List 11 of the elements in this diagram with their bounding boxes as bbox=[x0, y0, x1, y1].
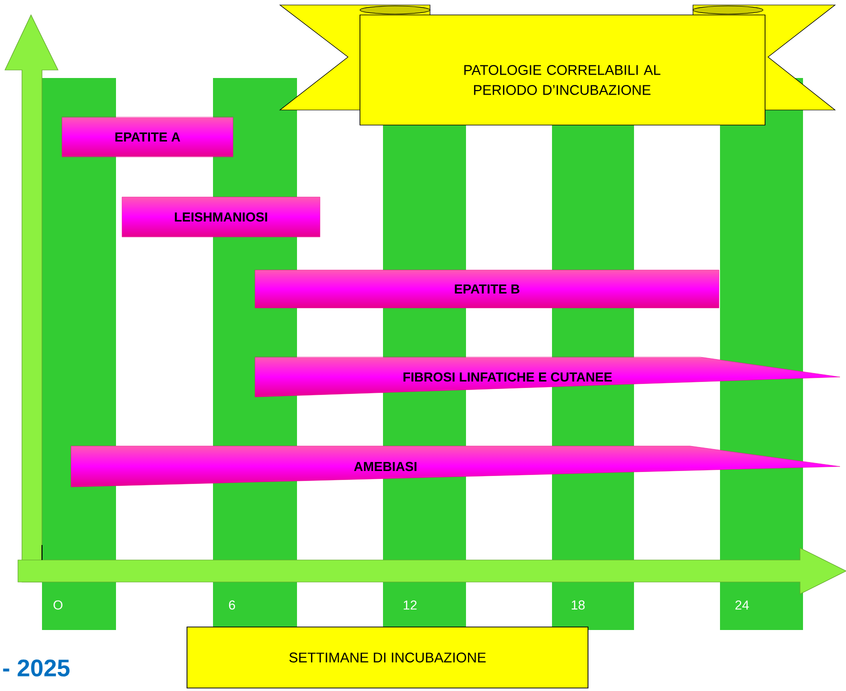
tick-label: O bbox=[54, 600, 62, 610]
tick-label: 12 bbox=[404, 600, 417, 610]
banner: PATOLOGIE CORRELABILI AL PERIODO D’INCUBAZIONE bbox=[279, 4, 836, 126]
tick-label: 24 bbox=[735, 600, 749, 610]
tick-label: 18 bbox=[572, 600, 585, 610]
tick-label: 6 bbox=[229, 600, 236, 610]
footer-text: - 2025 bbox=[3, 660, 70, 676]
bar: EPATITE B bbox=[254, 270, 720, 308]
bar: EPATITE A bbox=[62, 116, 234, 158]
caption-box: SETTIMANE DI INCUBAZIONE bbox=[186, 626, 588, 688]
bar: LEISHMANIOSI bbox=[122, 196, 320, 238]
